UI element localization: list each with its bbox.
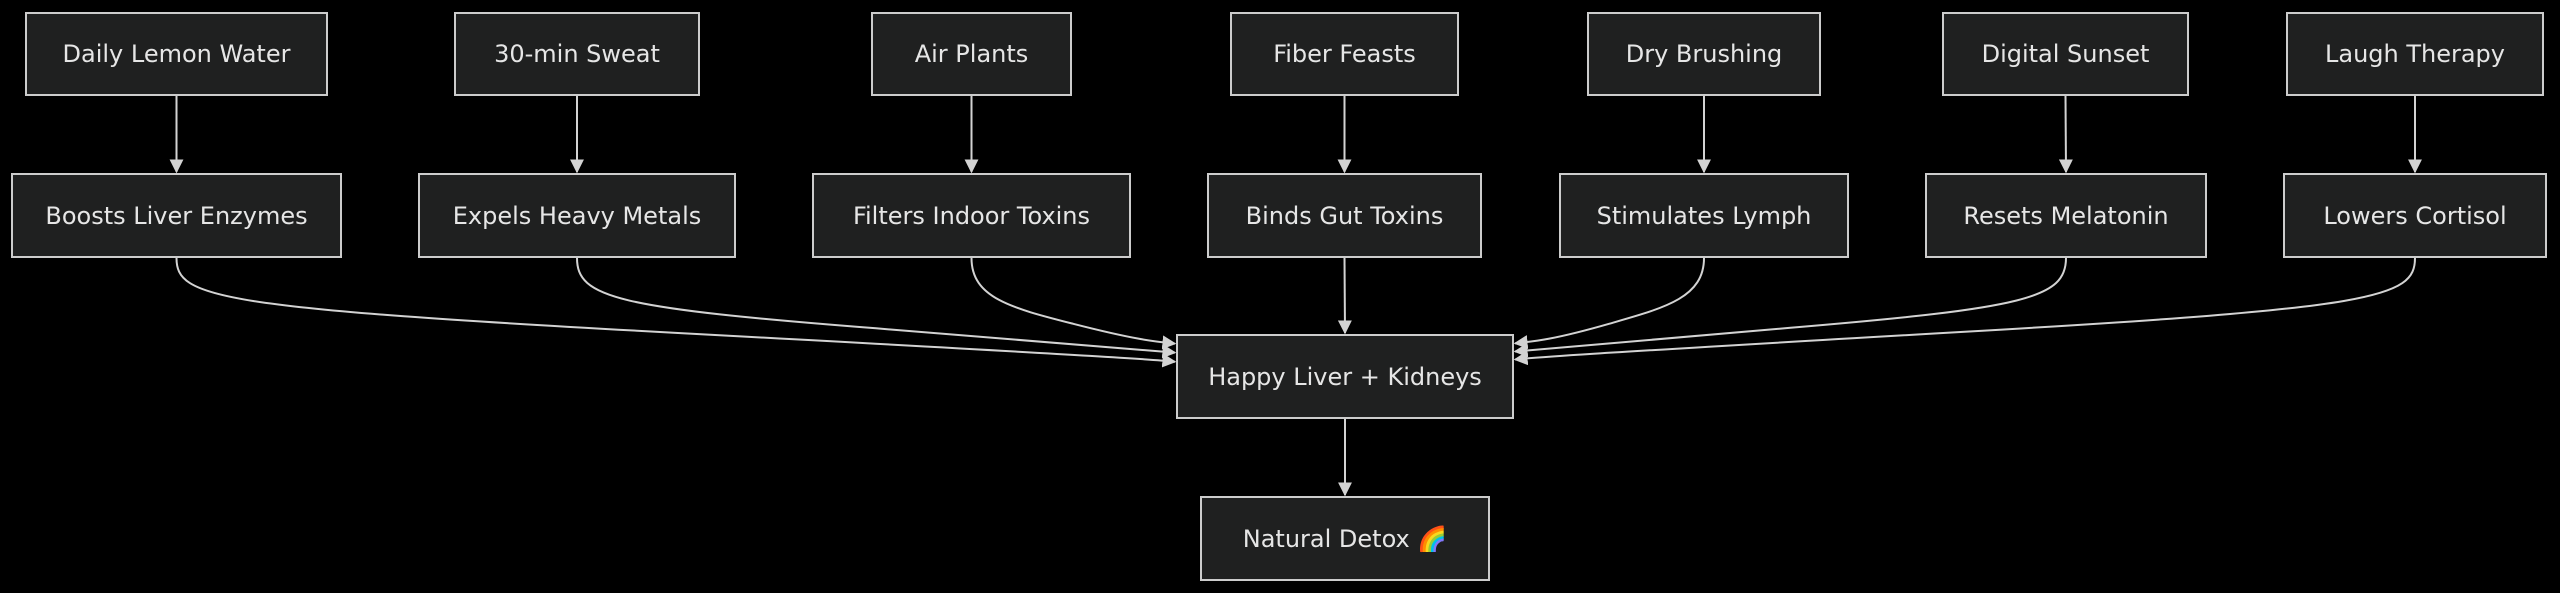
node-stimulates-lymph: Stimulates Lymph	[1559, 173, 1849, 258]
node-digital-sunset: Digital Sunset	[1942, 12, 2189, 96]
node-binds-gut-toxins: Binds Gut Toxins	[1207, 173, 1482, 258]
node-boosts-liver-enzymes: Boosts Liver Enzymes	[11, 173, 342, 258]
node-daily-lemon-water: Daily Lemon Water	[25, 12, 328, 96]
node-happy-liver-kidneys: Happy Liver + Kidneys	[1176, 334, 1514, 419]
node-laugh-therapy: Laugh Therapy	[2286, 12, 2544, 96]
edge-gut-to-liver	[1337, 257, 1352, 335]
node-expels-heavy-metals: Expels Heavy Metals	[418, 173, 736, 258]
node-air-plants: Air Plants	[871, 12, 1072, 96]
edge-lymph-to-liver	[1513, 257, 1705, 350]
edge-cortisol-to-liver	[1513, 257, 2416, 366]
edge-sunset-to-melatonin	[2058, 95, 2073, 174]
edge-indoor-to-liver	[970, 257, 1177, 350]
node-resets-melatonin: Resets Melatonin	[1925, 173, 2207, 258]
node-dry-brushing: Dry Brushing	[1587, 12, 1821, 96]
edge-metals-to-liver	[576, 257, 1177, 359]
edge-melatonin-to-liver	[1513, 257, 2067, 358]
edge-enzymes-to-liver	[175, 257, 1177, 368]
node-fiber-feasts: Fiber Feasts	[1230, 12, 1459, 96]
node-lowers-cortisol: Lowers Cortisol	[2283, 173, 2547, 258]
node-filters-indoor-toxins: Filters Indoor Toxins	[812, 173, 1131, 258]
node-natural-detox: Natural Detox 🌈	[1200, 496, 1490, 581]
node-30-min-sweat: 30-min Sweat	[454, 12, 700, 96]
